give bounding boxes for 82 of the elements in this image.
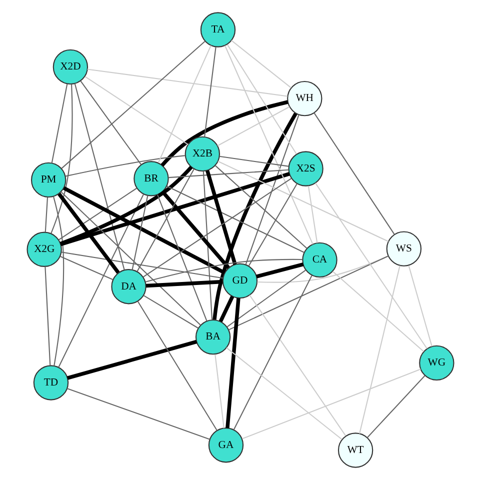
connector xyxy=(58,188,136,240)
connector xyxy=(156,194,207,322)
node-circle: TA xyxy=(200,12,236,48)
connector xyxy=(160,100,288,167)
connector xyxy=(44,197,48,232)
connector xyxy=(74,83,124,270)
connector xyxy=(313,112,394,234)
connector xyxy=(50,84,72,234)
connector xyxy=(217,160,388,242)
connector xyxy=(216,106,290,146)
connector xyxy=(50,84,68,164)
connector xyxy=(226,270,306,328)
connector xyxy=(60,252,222,279)
node-circle: WG xyxy=(418,345,454,381)
connector xyxy=(166,186,304,253)
connector xyxy=(131,195,148,270)
connector xyxy=(60,191,200,326)
connector xyxy=(60,172,290,246)
node-circle: BR xyxy=(133,161,168,196)
connector xyxy=(226,347,342,440)
connector xyxy=(142,178,291,278)
connector xyxy=(244,114,299,265)
node-circle: DA xyxy=(110,269,146,304)
connector xyxy=(232,275,312,430)
connector xyxy=(228,256,388,330)
connector xyxy=(57,192,120,274)
connector xyxy=(52,196,64,366)
node-circle: WH xyxy=(286,80,322,116)
connector xyxy=(230,40,291,88)
connector xyxy=(86,68,287,97)
node-circle: X2B xyxy=(184,136,220,172)
connector xyxy=(66,388,210,440)
connector xyxy=(226,44,296,154)
node-circle: CA xyxy=(302,242,337,278)
node-circle: TD xyxy=(32,365,68,400)
node-circle: BA xyxy=(194,319,230,355)
connector xyxy=(80,80,141,165)
node-circle: WT xyxy=(337,432,373,468)
connector xyxy=(60,256,113,280)
connector xyxy=(218,296,234,322)
connector xyxy=(225,298,240,428)
node-circle: X2S xyxy=(288,151,323,186)
connector xyxy=(142,295,198,329)
connector xyxy=(214,165,307,249)
connector xyxy=(44,266,50,366)
connector xyxy=(84,76,188,145)
connector xyxy=(205,170,236,265)
connector xyxy=(62,186,225,274)
connector xyxy=(168,169,288,178)
connector xyxy=(214,354,224,428)
connector xyxy=(136,168,194,272)
connector xyxy=(58,194,144,368)
connector xyxy=(59,166,192,246)
connector xyxy=(241,368,420,440)
connector xyxy=(136,300,217,431)
connector xyxy=(224,45,313,245)
connector xyxy=(160,190,230,269)
connector xyxy=(60,40,206,169)
connector xyxy=(204,46,216,137)
connector xyxy=(144,258,302,282)
connector xyxy=(145,280,222,288)
node-circle: WS xyxy=(386,231,421,266)
node-circle: X2D xyxy=(52,49,88,85)
connector xyxy=(314,182,427,349)
node-circle: PM xyxy=(30,162,66,198)
connector xyxy=(248,294,346,436)
connector xyxy=(64,155,185,177)
connector xyxy=(157,45,211,163)
connector xyxy=(408,265,432,347)
node-circle: X2G xyxy=(26,232,62,267)
connector xyxy=(218,156,288,167)
connector xyxy=(358,266,400,434)
connector xyxy=(366,375,425,438)
connector xyxy=(202,171,212,320)
connector xyxy=(256,262,304,278)
connector xyxy=(307,186,318,243)
node-circle: GA xyxy=(208,428,244,463)
connector xyxy=(212,112,297,320)
connector xyxy=(248,183,298,266)
connector xyxy=(332,270,424,352)
connector xyxy=(66,340,197,380)
node-circle: GD xyxy=(222,263,258,298)
